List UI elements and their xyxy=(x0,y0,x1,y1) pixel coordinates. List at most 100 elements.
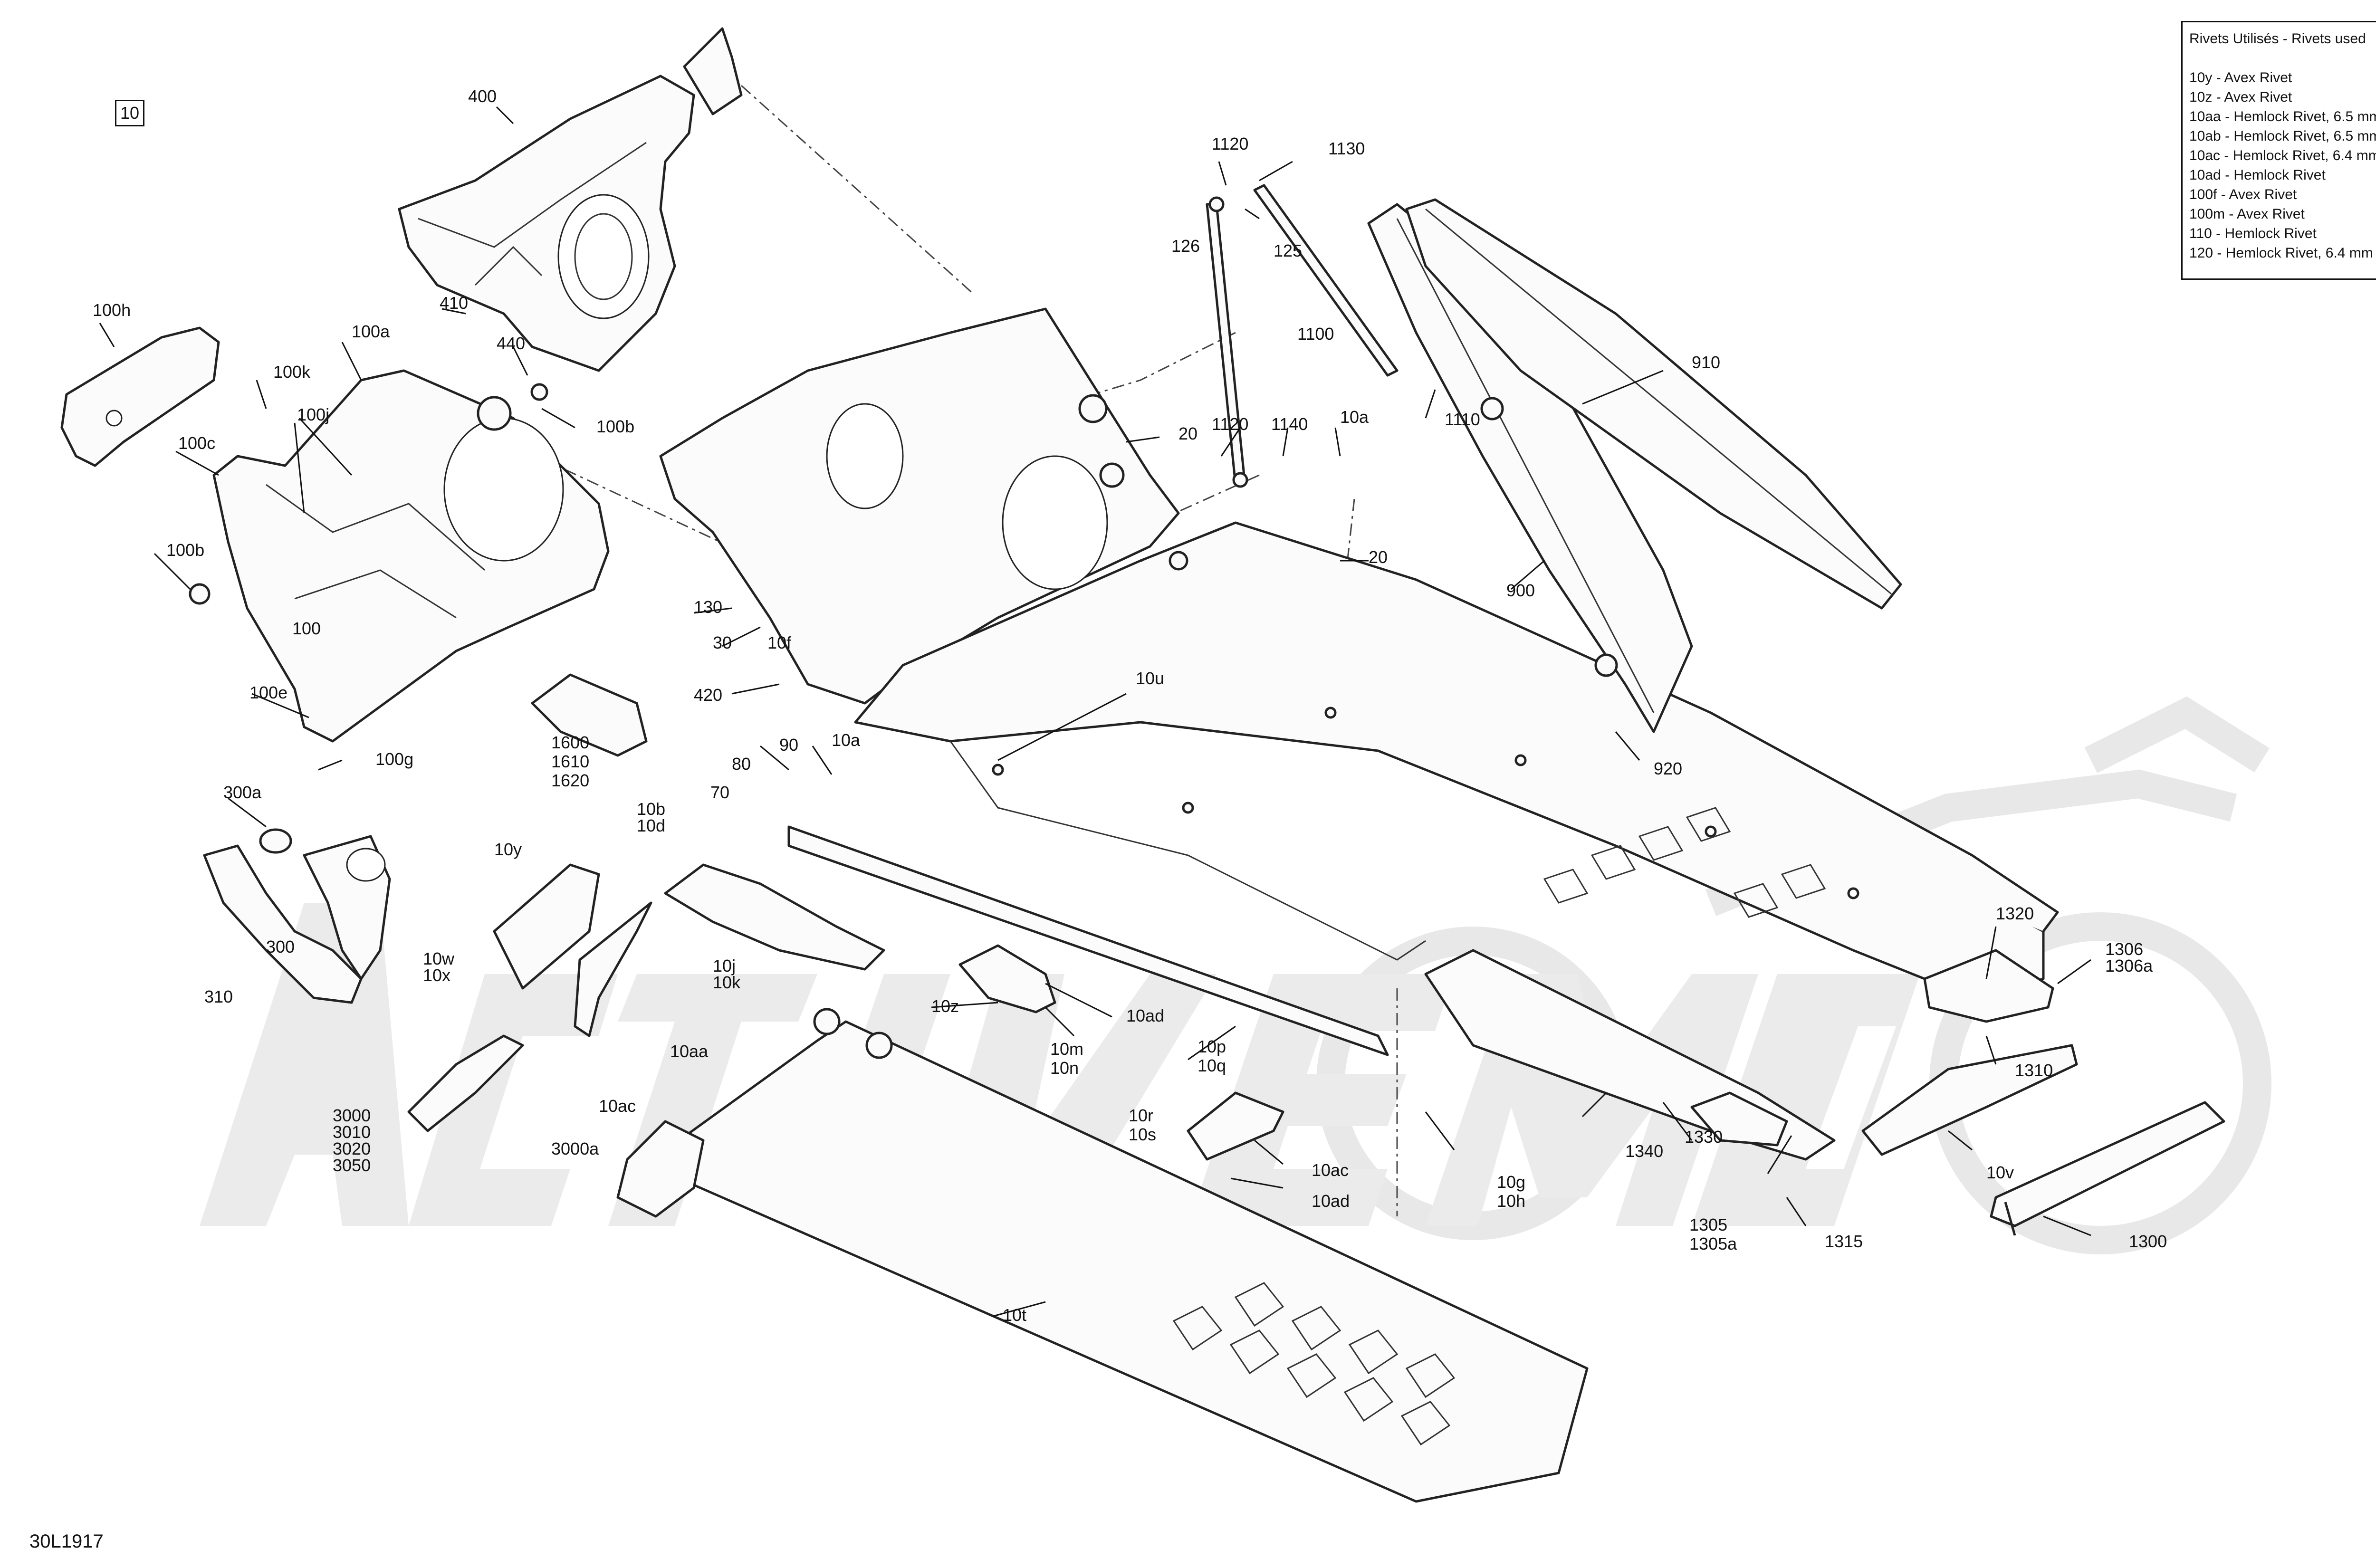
part-callout: 1100 xyxy=(1297,324,1334,344)
part-callout: 920 xyxy=(1654,759,1682,778)
part-callout: 30 xyxy=(713,633,732,652)
rivet-legend-item: 10y - Avex Rivet xyxy=(2189,70,2292,86)
part-callout: 1130 xyxy=(1328,139,1365,158)
part-callout: 410 xyxy=(440,293,468,313)
part-callout: 10p xyxy=(1198,1037,1226,1056)
part-callout: 100 xyxy=(292,619,321,638)
part-callout: 10w xyxy=(423,949,455,968)
part-callout: 1305a xyxy=(1689,1234,1737,1253)
part-callout: 90 xyxy=(779,735,798,755)
part-callout: 1340 xyxy=(1625,1141,1663,1161)
part-callout: 3010 xyxy=(333,1122,371,1142)
side-brackets xyxy=(203,673,1284,1161)
document-code: 30L1917 xyxy=(29,1531,104,1552)
part-callout: 10u xyxy=(1136,669,1164,688)
part-callout: 3000 xyxy=(333,1106,371,1125)
part-callout: 100b xyxy=(166,540,204,560)
part-callout: 1310 xyxy=(2015,1061,2053,1080)
part-callout: 100h xyxy=(93,300,131,320)
part-callout: 10a xyxy=(832,730,861,750)
part-callout: 1320 xyxy=(1996,904,2034,923)
part-callout: 310 xyxy=(204,987,233,1006)
part-callout: 400 xyxy=(468,86,497,106)
figure-number-box: 10 xyxy=(115,100,144,126)
part-callout: 10k xyxy=(713,973,741,992)
front-plate xyxy=(60,326,220,467)
part-callout: 10v xyxy=(1986,1163,2014,1182)
part-callout: 10ac xyxy=(1312,1160,1349,1180)
assembly-line xyxy=(740,85,975,296)
part-callout: 130 xyxy=(694,597,722,617)
tunnel-floor-plate xyxy=(616,1008,1589,1503)
rivet-legend-item: 100m - Avex Rivet xyxy=(2189,206,2305,222)
part-callout: 100g xyxy=(375,749,413,769)
part-callout: 10a xyxy=(1340,407,1369,427)
part-callout: 80 xyxy=(732,754,751,774)
rear-bumper-parts xyxy=(1690,949,2225,1236)
part-callout: 20 xyxy=(1178,424,1198,443)
part-callout: 125 xyxy=(1274,241,1302,260)
rivet-legend-item: 10ac - Hemlock Rivet, 6.4 mm xyxy=(2189,148,2376,163)
steering-column-support xyxy=(398,27,743,372)
rear-struts xyxy=(1367,198,1902,733)
part-callout: 1315 xyxy=(1825,1232,1863,1251)
part-callout: 100b xyxy=(596,417,634,436)
rivet-legend-item: 10ad - Hemlock Rivet xyxy=(2189,167,2326,183)
part-callout: 20 xyxy=(1369,547,1388,567)
part-callout: 10x xyxy=(423,966,450,985)
part-callout: 3050 xyxy=(333,1156,371,1175)
leader-lines xyxy=(99,106,2091,1317)
part-callout: 100e xyxy=(249,683,287,702)
part-callout: 1330 xyxy=(1685,1127,1723,1147)
steering-rods xyxy=(1206,184,1399,488)
part-callout: 1120 xyxy=(1212,134,1248,153)
part-callout: 10j xyxy=(713,956,736,975)
part-callout: 100c xyxy=(178,433,215,453)
part-callout: 10b xyxy=(637,799,665,819)
part-callout: 10y xyxy=(494,840,522,859)
part-callout: 10q xyxy=(1198,1056,1226,1075)
part-callout: 420 xyxy=(694,685,722,705)
part-callout: 900 xyxy=(1506,581,1535,600)
part-callout: 3020 xyxy=(333,1139,371,1158)
part-callout: 10aa xyxy=(670,1042,709,1061)
part-callout: 10z xyxy=(931,996,959,1016)
rivet-legend-item: 10aa - Hemlock Rivet, 6.5 mm xyxy=(2189,109,2376,124)
part-callout: 300a xyxy=(223,783,262,802)
callout-labels: 400410440100h100a100k100j100c100b100b100… xyxy=(93,86,2167,1325)
part-callout: 910 xyxy=(1692,353,1720,372)
rivet-legend-item: 100f - Avex Rivet xyxy=(2189,187,2297,202)
part-callout: 10m xyxy=(1050,1039,1083,1059)
part-callout: 3000a xyxy=(551,1139,599,1158)
part-callout: 10n xyxy=(1050,1058,1079,1078)
part-callout: 10ac xyxy=(599,1096,636,1116)
part-callout: 10f xyxy=(767,633,792,652)
rivet-legend: Rivets Utilisés - Rivets used 10y - Avex… xyxy=(2181,21,2376,280)
part-callout: 100k xyxy=(273,362,311,382)
rivet-legend-title: Rivets Utilisés - Rivets used xyxy=(2189,31,2366,47)
part-callout: 10ad xyxy=(1126,1006,1164,1025)
part-callout: 1110 xyxy=(1445,410,1480,429)
part-callout: 1620 xyxy=(551,771,589,790)
part-callout: 1306a xyxy=(2105,956,2153,975)
part-callout: 1306 xyxy=(2105,939,2143,959)
part-callout: 10r xyxy=(1129,1106,1153,1125)
part-callout: 10h xyxy=(1497,1191,1525,1211)
part-callout: 70 xyxy=(710,783,729,802)
part-callout: 1300 xyxy=(2129,1232,2167,1251)
part-callout: 126 xyxy=(1171,236,1200,256)
part-callout: 1120 xyxy=(1212,414,1248,434)
part-callout: 1600 xyxy=(551,733,589,752)
part-callout: 1610 xyxy=(551,752,589,771)
rivet-legend-item: 110 - Hemlock Rivet xyxy=(2189,226,2317,241)
tunnel-cutouts xyxy=(1543,807,1826,918)
assembly-line xyxy=(1092,332,1236,395)
part-callout: 1140 xyxy=(1271,414,1308,434)
rivet-legend-item: 10ab - Hemlock Rivet, 6.5 mm xyxy=(2189,128,2376,144)
part-callout: 440 xyxy=(497,334,525,353)
front-bulkhead xyxy=(189,369,610,743)
part-callout: 100a xyxy=(352,322,390,341)
rivet-legend-item: 120 - Hemlock Rivet, 6.4 mm xyxy=(2189,245,2373,261)
part-callout: 10t xyxy=(1003,1305,1026,1325)
